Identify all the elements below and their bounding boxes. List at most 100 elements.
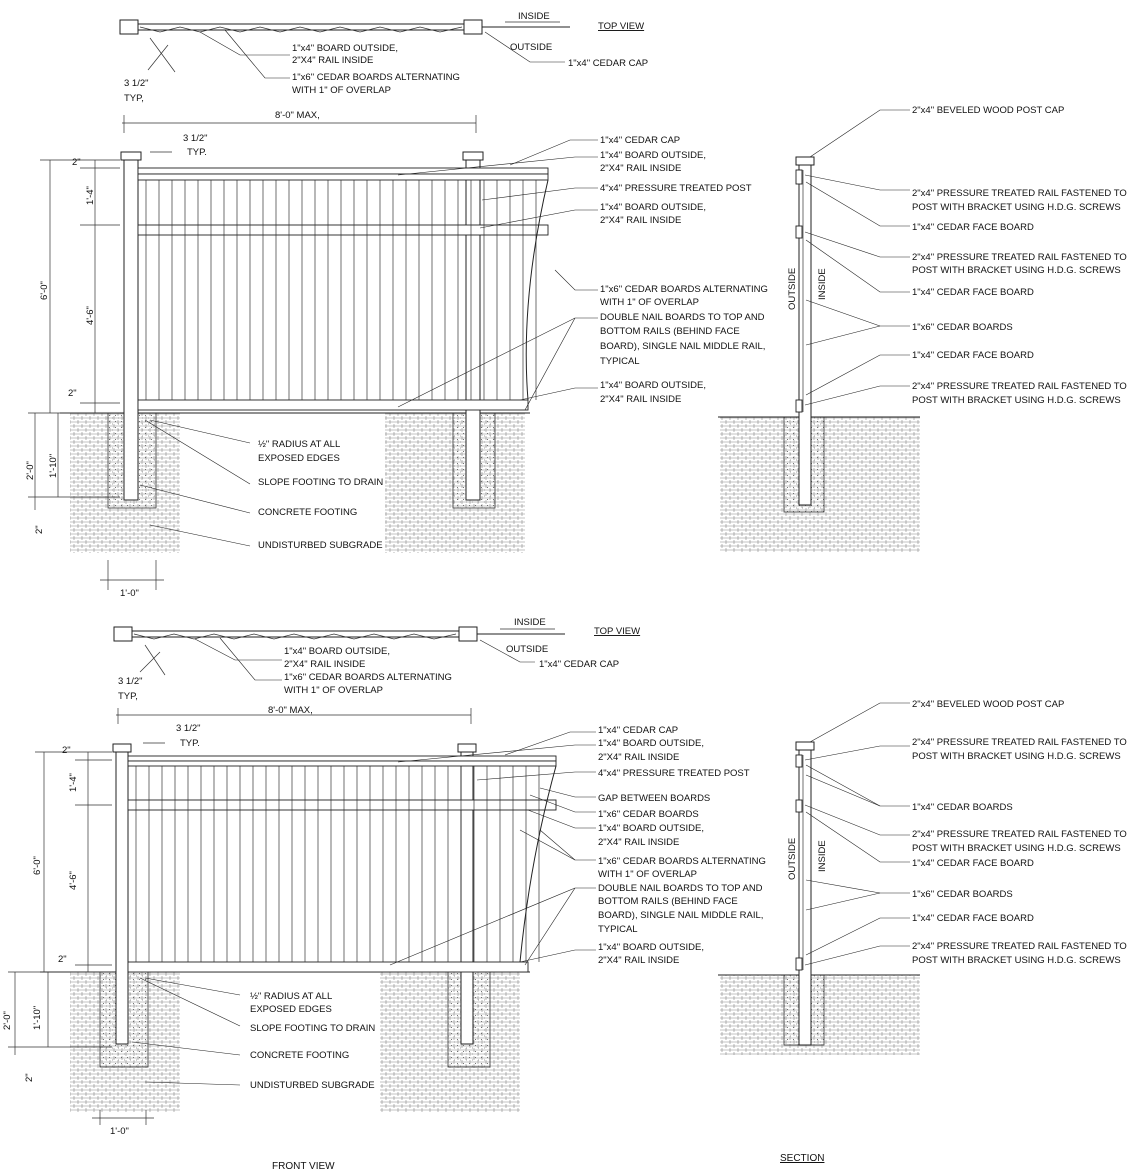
c2-radius-1: ½" RADIUS AT ALL	[250, 991, 332, 1002]
sec2-post-cap: 2"x4" BEVELED WOOD POST CAP	[912, 699, 1064, 710]
fence-boards-1	[145, 180, 537, 400]
c2-cedar-cap: 1"x4" CEDAR CAP	[598, 725, 678, 736]
callout-nail-2: BOTTOM RAILS (BEHIND FACE	[600, 326, 740, 337]
top-view-2-outside: OUTSIDE	[506, 644, 548, 655]
top-view-2-cap: 1"x4" CEDAR CAP	[539, 659, 619, 670]
c2-pt-post: 4"x4" PRESSURE TREATED POST	[598, 768, 750, 779]
top-view-2-cedar: 1"x6" CEDAR BOARDS ALTERNATING	[284, 672, 452, 683]
sec2-cedar-1x6: 1"x6" CEDAR BOARDS	[912, 889, 1013, 900]
callout-mid-rail: 2"X4" RAIL INSIDE	[600, 215, 681, 226]
top-view-outside: OUTSIDE	[510, 42, 552, 53]
top-view-typ-dim: 3 1/2"	[124, 78, 149, 89]
front-typ-dim-2: 3 1/2"	[176, 723, 201, 734]
callout-mid-board: 1"x4" BOARD OUTSIDE,	[600, 202, 706, 213]
callout-radius-2: EXPOSED EDGES	[258, 453, 340, 464]
span-dim: 8'-0" MAX,	[275, 110, 320, 121]
sec2-rail-3b: POST WITH BRACKET USING H.D.G. SCREWS	[912, 955, 1121, 966]
dim-6-0: 6'-0"	[39, 281, 50, 300]
front-view-1: 8'-0" MAX, 3 1/2" TYP. 2" 1'-4" 4'-6" 6'…	[25, 110, 768, 599]
callout-nail-1: DOUBLE NAIL BOARDS TO TOP AND	[600, 312, 765, 323]
dim2-1-10: 1'-10"	[32, 1006, 43, 1030]
top-view-2-rail: 2"X4" RAIL INSIDE	[284, 659, 365, 670]
dim-4-6: 4'-6"	[85, 306, 96, 325]
section-inside-1: INSIDE	[817, 268, 828, 300]
cap-rail	[137, 167, 549, 175]
section-1: OUTSIDE INSIDE 2"x4" BEVELED WOOD POST C…	[718, 105, 1127, 552]
callout-bottom-rail: 2"X4" RAIL INSIDE	[600, 394, 681, 405]
top-view-title: TOP VIEW	[598, 21, 644, 32]
c2-slope: SLOPE FOOTING TO DRAIN	[250, 1023, 375, 1034]
top-view-cedar-label: 1"x6" CEDAR BOARDS ALTERNATING	[292, 72, 460, 83]
callout-subgrade: UNDISTURBED SUBGRADE	[258, 540, 383, 551]
top-view-board-label: 1"x4" BOARD OUTSIDE,	[292, 43, 398, 54]
post-right	[465, 159, 481, 501]
dim2-2-top: 2"	[62, 745, 71, 756]
callout-alt-2: WITH 1" OF OVERLAP	[600, 297, 699, 308]
section-post-1	[798, 164, 812, 506]
top-rail	[137, 173, 549, 181]
c2-footing: CONCRETE FOOTING	[250, 1050, 349, 1061]
c2-radius-2: EXPOSED EDGES	[250, 1004, 332, 1015]
sec1-rail-3a: 2"x4" PRESSURE TREATED RAIL FASTENED TO	[912, 381, 1127, 392]
callout-pt-post: 4"x4" PRESSURE TREATED POST	[600, 183, 752, 194]
dim2-2-0: 2'-0"	[2, 1011, 13, 1030]
sec1-rail-2a: 2"x4" PRESSURE TREATED RAIL FASTENED TO	[912, 252, 1127, 263]
dim2-2-bottom: 2"	[58, 954, 67, 965]
sec2-cedar-1x4: 1"x4" CEDAR BOARDS	[912, 802, 1013, 813]
c2-subgrade: UNDISTURBED SUBGRADE	[250, 1080, 375, 1091]
dim-1-10: 1'-10"	[48, 454, 59, 478]
detail-2: INSIDE OUTSIDE TOP VIEW 1"x4" CEDAR CAP …	[2, 617, 1127, 1137]
section-inside-2: INSIDE	[817, 840, 828, 872]
top-view-2-typ: TYP,	[118, 691, 138, 702]
callout-bottom-board: 1"x4" BOARD OUTSIDE,	[600, 380, 706, 391]
c2-nail-1: DOUBLE NAIL BOARDS TO TOP AND	[598, 883, 763, 894]
top-view-inside: INSIDE	[518, 11, 550, 22]
section-outside-1: OUTSIDE	[787, 268, 798, 310]
sec1-post-cap: 2"x4" BEVELED WOOD POST CAP	[912, 105, 1064, 116]
dim-2-foot: 2"	[34, 525, 45, 534]
dim-2-0: 2'-0"	[25, 461, 36, 480]
dim-1-4: 1'-4"	[85, 186, 96, 205]
c2-bottom-rail: 2"X4" RAIL INSIDE	[598, 955, 679, 966]
callout-nail-3: BOARD), SINGLE NAIL MIDDLE RAIL,	[600, 341, 765, 352]
top-view-cap-label: 1"x4" CEDAR CAP	[568, 58, 648, 69]
c2-board-outside: 1"x4" BOARD OUTSIDE,	[598, 738, 704, 749]
sec1-face-2: 1"x4" CEDAR FACE BOARD	[912, 287, 1034, 298]
callout-board-outside: 1"x4" BOARD OUTSIDE,	[600, 150, 706, 161]
section-title: SECTION	[780, 1153, 824, 1164]
front-typ-dim: 3 1/2"	[183, 133, 208, 144]
top-view-1: INSIDE OUTSIDE TOP VIEW 1"x4" CEDAR CAP …	[119, 11, 648, 104]
section-outside-2: OUTSIDE	[787, 838, 798, 880]
sec2-rail-2a: 2"x4" PRESSURE TREATED RAIL FASTENED TO	[912, 829, 1127, 840]
sec1-rail-1a: 2"x4" PRESSURE TREATED RAIL FASTENED TO	[912, 188, 1127, 199]
section-2: OUTSIDE INSIDE 2"x4" BEVELED WOOD POST C…	[718, 699, 1127, 1055]
sec1-rail-2b: POST WITH BRACKET USING H.D.G. SCREWS	[912, 265, 1121, 276]
front-view-2: 8'-0" MAX, 3 1/2" TYP. 2" 1'-4" 4'-6" 6'…	[2, 705, 766, 1137]
top-view-board-zigzag	[139, 26, 463, 33]
callout-alt-1: 1"x6" CEDAR BOARDS ALTERNATING	[600, 284, 768, 295]
sec2-rail-1a: 2"x4" PRESSURE TREATED RAIL FASTENED TO	[912, 737, 1127, 748]
front-typ: TYP.	[187, 147, 207, 158]
dim-2-bottom: 2"	[68, 388, 77, 399]
callout-slope: SLOPE FOOTING TO DRAIN	[258, 477, 383, 488]
sec2-face-2: 1"x4" CEDAR FACE BOARD	[912, 913, 1034, 924]
dim2-2-foot: 2"	[24, 1073, 35, 1082]
dim2-1-4: 1'-4"	[68, 773, 79, 792]
front-typ-2: TYP.	[180, 738, 200, 749]
post-cap-left	[120, 151, 142, 161]
dim-1-0: 1'-0"	[120, 588, 139, 599]
dim2-1-0: 1'-0"	[110, 1126, 129, 1137]
c2-bottom-board: 1"x4" BOARD OUTSIDE,	[598, 942, 704, 953]
dim-2-top: 2"	[72, 157, 81, 168]
top-view-2: INSIDE OUTSIDE TOP VIEW 1"x4" CEDAR CAP …	[113, 617, 640, 702]
span-dim-2: 8'-0" MAX,	[268, 705, 313, 716]
top-view-rail-label: 2"X4" RAIL INSIDE	[292, 55, 373, 66]
top-view-2-title: TOP VIEW	[594, 626, 640, 637]
post-left	[123, 159, 139, 501]
middle-rail	[137, 224, 549, 236]
c2-rail-inside: 2"X4" RAIL INSIDE	[598, 752, 679, 763]
dim2-4-6: 4'-6"	[68, 871, 79, 890]
c2-nail-4: TYPICAL	[598, 924, 638, 935]
top-view-overlap-label: WITH 1" OF OVERLAP	[292, 85, 391, 96]
